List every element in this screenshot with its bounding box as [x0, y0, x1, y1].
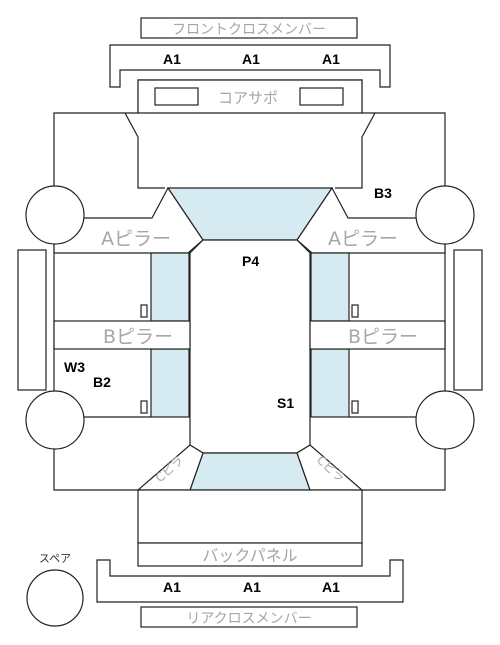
left-front-window [150, 252, 190, 322]
rear-bumper-bracket [96, 559, 404, 603]
right-front-wheel [415, 185, 475, 245]
rear-window [189, 452, 311, 491]
a-pillar-right-label: Aピラー [328, 228, 398, 250]
front-grade-center: A1 [242, 51, 260, 67]
front-cross-member-label: フロントクロスメンバー [172, 22, 326, 38]
back-panel-label: バックパネル [202, 546, 297, 565]
left-fender-line [124, 112, 165, 189]
front-cross-member-box [140, 17, 358, 39]
left-mirror-bar [17, 249, 47, 391]
left-front-door-handle [140, 304, 148, 318]
spare-label: スペア [39, 552, 71, 565]
left-rear-wheel [25, 390, 85, 450]
damage-code-w3: W3 [64, 359, 85, 375]
right-front-window [310, 252, 350, 322]
right-rear-wheel [415, 390, 475, 450]
left-rear-door-handle [140, 400, 148, 414]
roof-panel [189, 239, 311, 454]
b-pillar-left-area [53, 320, 191, 350]
core-support-label: コアサポ [218, 89, 278, 107]
right-fender-line [335, 112, 376, 189]
right-mirror-bar [453, 249, 483, 391]
damage-code-p4: P4 [242, 253, 259, 269]
damage-code-b2: B2 [93, 374, 111, 390]
rear-cross-member-label: リアクロスメンバー [186, 611, 311, 627]
spare-tire [26, 569, 84, 627]
damage-code-s1: S1 [277, 395, 294, 411]
left-rear-window [150, 348, 190, 418]
front-grade-right: A1 [322, 51, 340, 67]
rear-cross-member-box [140, 606, 358, 628]
b-pillar-right-label: Bピラー [348, 326, 418, 348]
core-support-left-box [154, 87, 199, 106]
b-pillar-left-label: Bピラー [103, 326, 173, 348]
front-grade-left: A1 [163, 51, 181, 67]
trunk-area [137, 489, 363, 544]
a-pillar-left-label: Aピラー [101, 228, 171, 250]
right-front-door-handle [351, 304, 359, 318]
damage-code-b3: B3 [374, 185, 392, 201]
right-rear-door-handle [351, 400, 359, 414]
front-bumper-bracket [109, 44, 391, 88]
rear-grade-left: A1 [163, 579, 181, 595]
rear-grade-right: A1 [322, 579, 340, 595]
left-front-wheel [25, 185, 85, 245]
rear-grade-center: A1 [243, 579, 261, 595]
core-support-right-box [299, 87, 344, 106]
back-panel-box [137, 542, 363, 567]
right-rear-window [310, 348, 350, 418]
b-pillar-right-area [309, 320, 446, 350]
